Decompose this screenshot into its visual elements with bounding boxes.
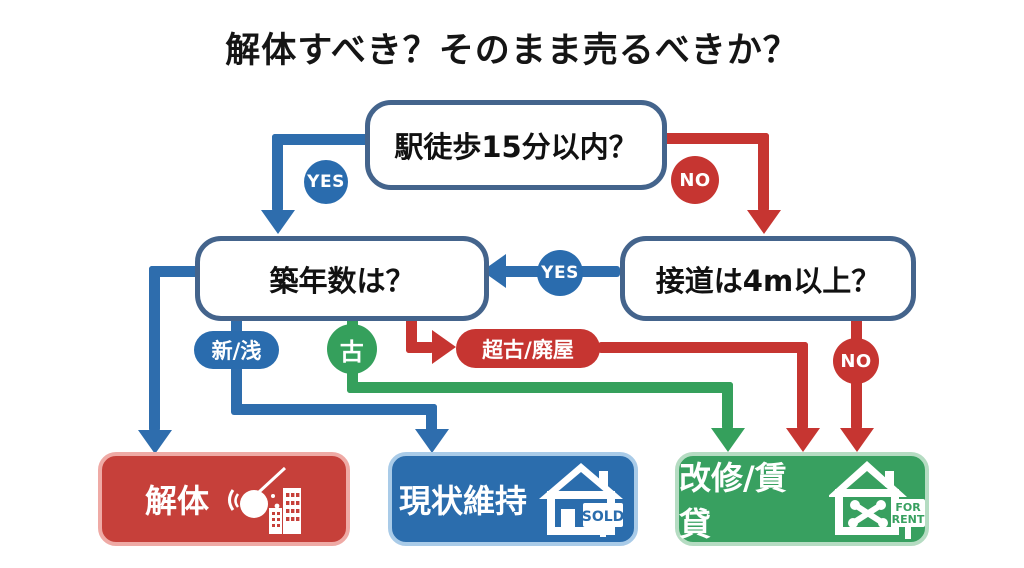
outcome-renovate-label: 改修/賃貸 — [679, 459, 787, 543]
badge-station-yes: YES — [304, 160, 348, 204]
sold-sign-text: SOLD — [582, 509, 625, 525]
outcome-demolish-label: 解体 — [144, 482, 209, 520]
arrowhead-into-renovate-green-icon — [711, 428, 745, 452]
outcome-renovate: 改修/賃貸 FOR RENT — [675, 452, 929, 546]
edge-age-ruin-hline — [406, 342, 434, 353]
badge-road-no: NO — [833, 338, 879, 384]
badge-station-no: NO — [671, 156, 719, 204]
arrowhead-into-ruin-pill-icon — [432, 330, 456, 364]
edge-station-yes-vline — [272, 134, 283, 212]
wrecking-ball-building-icon — [228, 466, 301, 534]
badge-road-yes: YES — [537, 250, 583, 296]
node-question-road: 接道は4m以上？ — [620, 236, 916, 321]
edge-station-no-vline — [758, 133, 769, 212]
edge-station-yes-hline — [272, 134, 368, 145]
edge-age-old-hline — [347, 382, 733, 393]
diagram-title: 解体すべき？そのまま売るべきか？ — [225, 31, 799, 71]
arrowhead-into-road-icon — [747, 210, 781, 234]
outcome-demolish: 解体 — [98, 452, 350, 546]
house-sold-sign-icon: SOLD — [539, 463, 625, 537]
outcome-keep-label: 現状維持 — [398, 482, 527, 520]
arrowhead-into-age-icon — [261, 210, 295, 234]
edge-age-old-vline2 — [722, 382, 733, 430]
node-question-age: 築年数は？ — [195, 236, 489, 321]
edge-age-demolish-hline — [149, 266, 199, 277]
node-question-station: 駅徒歩15分以内？ — [365, 100, 667, 190]
arrowhead-into-renovate-no-icon — [840, 428, 874, 452]
pill-age-new: 新/浅 — [194, 331, 279, 369]
badge-age-old: 古 — [327, 324, 377, 374]
edge-ruin-renovate-hline — [598, 342, 808, 353]
rent-sign-text-line2: RENT — [892, 513, 925, 526]
edge-age-demolish-vline — [149, 266, 160, 432]
arrowhead-into-keep-icon — [415, 429, 449, 453]
edge-age-new-hline — [231, 404, 437, 415]
rent-sign-text-line1: FOR — [895, 501, 921, 514]
edge-ruin-renovate-vline — [797, 342, 808, 430]
outcome-keep: 現状維持 SOLD — [388, 452, 638, 546]
node-question-road-label: 接道は4m以上？ — [655, 263, 881, 298]
edge-age-ruin-vline — [406, 309, 417, 353]
node-question-station-label: 駅徒歩15分以内？ — [394, 130, 638, 164]
pill-age-ruin: 超古/廃屋 — [456, 329, 600, 368]
house-tools-rent-sign-icon: FOR RENT — [829, 461, 925, 539]
node-question-age-label: 築年数は？ — [269, 263, 415, 298]
edge-age-new-vline2 — [426, 404, 437, 432]
arrowhead-into-demolish-icon — [138, 430, 172, 454]
edge-station-no-hline — [654, 133, 769, 144]
arrowhead-into-renovate-red-icon — [786, 428, 820, 452]
